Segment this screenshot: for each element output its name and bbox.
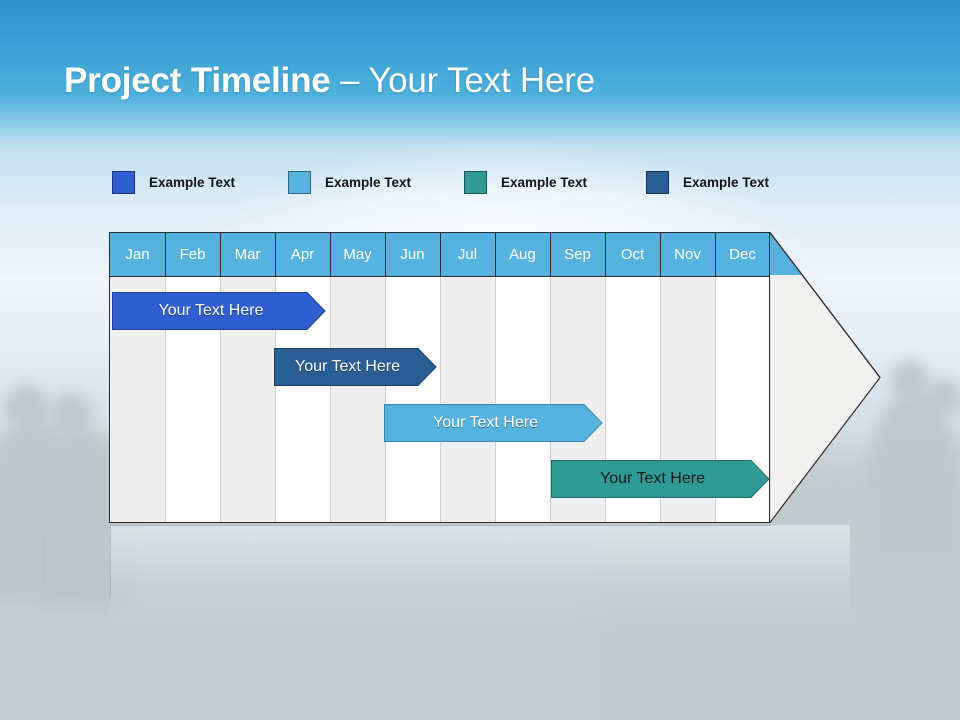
task-bar-3-label: Your Text Here [433, 414, 538, 431]
grid-separator [220, 233, 221, 522]
task-bar-4-label: Your Text Here [600, 470, 705, 487]
task-bar-1-label: Your Text Here [158, 302, 264, 319]
month-header-oct[interactable]: Oct [620, 246, 645, 263]
month-column-jan [110, 233, 165, 522]
month-header-feb[interactable]: Feb [179, 246, 206, 263]
legend-item-1[interactable]: Example Text [112, 168, 235, 196]
month-separator [440, 233, 441, 276]
month-column-jul [440, 233, 495, 522]
month-separator [220, 233, 221, 276]
month-header-sep[interactable]: Sep [564, 246, 591, 263]
grid-separator [165, 233, 166, 522]
month-column-mar [220, 233, 275, 522]
task-bar-2-label: Your Text Here [295, 358, 400, 375]
task-bar-3[interactable]: Your Text Here [384, 404, 603, 442]
month-separator [715, 233, 716, 276]
task-bar-2[interactable]: Your Text Here [274, 348, 437, 386]
legend-label-4: Example Text [683, 174, 770, 190]
page-title-bold: Project Timeline [64, 61, 331, 100]
grid-separator [605, 233, 606, 522]
legend-item-4[interactable]: Example Text [646, 168, 769, 196]
legend-label-2: Example Text [325, 174, 412, 190]
grid-separator [495, 233, 496, 522]
month-column-aug [495, 233, 550, 522]
grid-separator [660, 233, 661, 522]
month-separator [495, 233, 496, 276]
task-bar-1[interactable]: Your Text Here [112, 292, 326, 330]
month-separator [385, 233, 386, 276]
month-separator [165, 233, 166, 276]
page-title-regular: – Your Text Here [330, 61, 595, 100]
legend: Example Text Example Text Example Text E… [112, 168, 832, 196]
legend-swatch-1-icon [112, 170, 135, 194]
legend-item-3[interactable]: Example Text [464, 168, 587, 196]
month-header-aug[interactable]: Aug [509, 246, 536, 263]
month-column-feb [165, 233, 220, 522]
legend-item-2[interactable]: Example Text [288, 168, 411, 196]
month-header-may[interactable]: May [343, 246, 372, 263]
month-separator [330, 233, 331, 276]
legend-swatch-2-icon [288, 170, 311, 194]
month-separator [660, 233, 661, 276]
legend-swatch-3-icon [464, 170, 487, 194]
timeline-arrowhead [769, 232, 881, 523]
month-header-jan[interactable]: Jan [125, 246, 150, 263]
legend-label-1: Example Text [149, 174, 236, 190]
month-header-mar[interactable]: Mar [234, 246, 261, 263]
legend-swatch-4-icon [646, 170, 669, 194]
grid-separator [440, 233, 441, 522]
month-header-row: Jan Feb Mar Apr May Jun Jul Aug Sep Oct … [110, 233, 769, 277]
month-header-dec[interactable]: Dec [729, 246, 756, 263]
timeline-chart: Jan Feb Mar Apr May Jun Jul Aug Sep Oct … [109, 232, 881, 524]
grid-separator [715, 233, 716, 522]
month-header-apr[interactable]: Apr [290, 246, 315, 263]
month-separator [605, 233, 606, 276]
month-separator [275, 233, 276, 276]
month-header-nov[interactable]: Nov [674, 246, 701, 263]
legend-label-3: Example Text [501, 174, 588, 190]
month-header-jun[interactable]: Jun [400, 246, 425, 263]
month-header-jul[interactable]: Jul [457, 246, 478, 263]
month-separator [550, 233, 551, 276]
grid-separator [550, 233, 551, 522]
page-title: Project Timeline – Your Text Here [64, 58, 595, 103]
task-bar-4[interactable]: Your Text Here [551, 460, 770, 498]
